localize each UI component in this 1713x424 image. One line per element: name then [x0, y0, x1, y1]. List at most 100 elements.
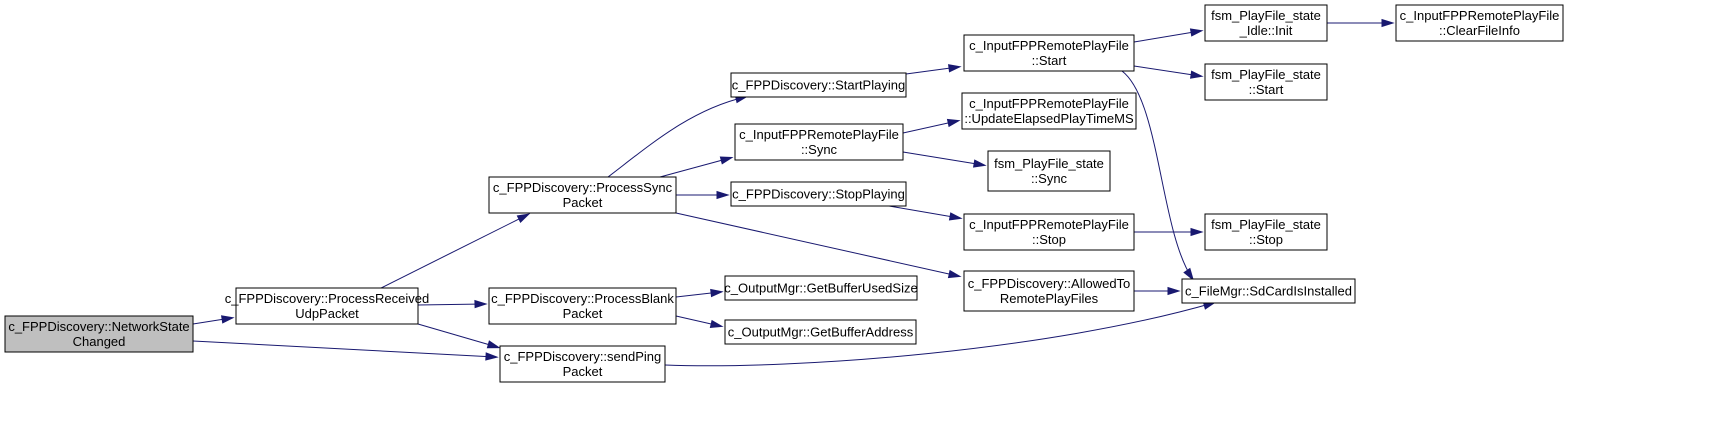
arrowhead: [486, 340, 501, 349]
node-box[interactable]: [1204, 63, 1328, 101]
node-label: fsm_PlayFile_state: [994, 156, 1104, 171]
node-box[interactable]: [724, 319, 917, 345]
node-label: ::Sync: [1031, 171, 1068, 186]
edge-n3-n6: [607, 95, 749, 178]
node-label: Packet: [563, 306, 603, 321]
node-box[interactable]: [488, 176, 677, 214]
edge-line: [1133, 65, 1201, 77]
arrowhead: [1381, 18, 1395, 28]
edge-n4-n10: [675, 288, 724, 298]
node-box[interactable]: [4, 315, 194, 353]
node-n15[interactable]: c_InputFPPRemotePlayFile::Stop: [963, 213, 1135, 251]
node-box[interactable]: [724, 275, 918, 301]
node-box[interactable]: [1204, 4, 1328, 42]
arrowhead: [972, 159, 987, 168]
node-box[interactable]: [1395, 4, 1564, 42]
node-label: c_FPPDiscovery::ProcessBlank: [491, 291, 674, 306]
node-box[interactable]: [1204, 213, 1328, 251]
node-label: ::Start: [1032, 53, 1067, 68]
node-box[interactable]: [1181, 278, 1356, 304]
node-n10[interactable]: c_OutputMgr::GetBufferUsedSize: [724, 275, 918, 301]
node-label: c_OutputMgr::GetBufferAddress: [728, 325, 914, 340]
edge-n9-n5: [1134, 286, 1181, 296]
node-box[interactable]: [499, 345, 666, 383]
arrowhead: [1167, 286, 1181, 296]
edge-n12-n5: [1121, 70, 1195, 282]
node-label: c_OutputMgr::GetBufferUsedSize: [724, 281, 917, 296]
node-label: c_FPPDiscovery::NetworkState: [8, 319, 189, 334]
node-label: ::Stop: [1249, 232, 1283, 247]
node-n18[interactable]: c_InputFPPRemotePlayFile::ClearFileInfo: [1395, 4, 1564, 42]
node-label: c_FPPDiscovery::ProcessSync: [493, 180, 673, 195]
node-n19[interactable]: fsm_PlayFile_state::Stop: [1204, 213, 1328, 251]
node-n8[interactable]: c_FPPDiscovery::StopPlaying: [730, 181, 907, 207]
node-n12[interactable]: c_InputFPPRemotePlayFile::Start: [963, 34, 1135, 72]
edge-n15-n19: [1134, 227, 1204, 237]
node-box[interactable]: [488, 287, 677, 325]
node-label: ::Stop: [1032, 232, 1066, 247]
node-n5[interactable]: c_FileMgr::SdCardIsInstalled: [1181, 278, 1356, 304]
arrowhead: [947, 269, 962, 279]
node-box[interactable]: [961, 92, 1137, 130]
arrowhead: [1189, 28, 1204, 37]
edge-n4-n11: [675, 315, 724, 328]
node-box[interactable]: [235, 287, 419, 325]
arrowhead: [946, 118, 961, 128]
node-box[interactable]: [963, 34, 1135, 72]
node-label: fsm_PlayFile_state: [1211, 217, 1321, 232]
arrowhead: [710, 288, 724, 298]
node-box[interactable]: [963, 213, 1135, 251]
edge-line: [675, 212, 959, 277]
arrowhead: [709, 319, 724, 328]
node-label: ::UpdateElapsedPlayTimeMS: [964, 111, 1134, 126]
node-box[interactable]: [730, 72, 907, 98]
edge-line: [380, 214, 528, 289]
edge-n3-n7: [659, 156, 734, 178]
node-n6[interactable]: c_FPPDiscovery::StartPlaying: [730, 72, 907, 98]
edge-n1-n4: [417, 299, 488, 309]
edge-line: [1121, 70, 1193, 279]
arrowhead: [948, 212, 963, 221]
node-n17[interactable]: fsm_PlayFile_state::Start: [1204, 63, 1328, 101]
node-label: fsm_PlayFile_state: [1211, 8, 1321, 23]
edge-line: [192, 340, 496, 358]
edge-n1-n2: [417, 323, 501, 349]
node-label: c_FPPDiscovery::StopPlaying: [732, 187, 905, 202]
edges-layer: [192, 18, 1395, 367]
edge-line: [607, 96, 746, 178]
node-box[interactable]: [730, 181, 907, 207]
node-n16[interactable]: fsm_PlayFile_state_Idle::Init: [1204, 4, 1328, 42]
arrowhead: [474, 299, 488, 309]
edge-line: [1133, 30, 1201, 43]
edge-n8-n15: [888, 205, 963, 221]
node-label: Packet: [563, 195, 603, 210]
edge-n6-n12: [905, 64, 962, 75]
edge-n7-n14: [902, 151, 987, 168]
node-n11[interactable]: c_OutputMgr::GetBufferAddress: [724, 319, 917, 345]
node-label: c_InputFPPRemotePlayFile: [969, 217, 1129, 232]
node-n13[interactable]: c_InputFPPRemotePlayFile::UpdateElapsedP…: [961, 92, 1137, 130]
node-n14[interactable]: fsm_PlayFile_state::Sync: [987, 150, 1111, 192]
arrowhead: [516, 213, 531, 224]
node-label: c_FPPDiscovery::AllowedTo: [968, 276, 1131, 291]
node-label: c_FileMgr::SdCardIsInstalled: [1185, 284, 1352, 299]
arrowhead: [485, 352, 499, 361]
edge-n3-n8: [676, 190, 730, 200]
node-label: c_InputFPPRemotePlayFile: [1400, 8, 1560, 23]
node-label: c_InputFPPRemotePlayFile: [969, 96, 1129, 111]
edge-n0-n2: [192, 340, 499, 361]
node-n7[interactable]: c_InputFPPRemotePlayFile::Sync: [734, 123, 904, 161]
node-box[interactable]: [963, 270, 1135, 312]
node-label: ::ClearFileInfo: [1439, 23, 1520, 38]
edge-line: [902, 151, 984, 166]
node-box[interactable]: [987, 150, 1111, 192]
node-box[interactable]: [734, 123, 904, 161]
edge-line: [659, 157, 731, 178]
